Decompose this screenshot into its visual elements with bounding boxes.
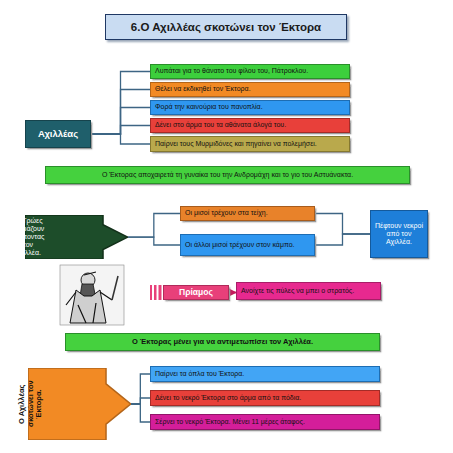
bracket-line	[131, 374, 150, 404]
event-band: Ο Έκτορας αποχαιρετά τη γυναίκα του την …	[45, 166, 410, 184]
arrow-shape	[28, 368, 131, 440]
stripe	[159, 285, 162, 300]
bracket-line	[131, 398, 150, 404]
figure-robe	[70, 290, 106, 323]
fact-box: Λυπάται για το θάνατο του φίλου του, Πάτ…	[150, 64, 350, 79]
result-box: Πέφτουν νεκροί από τον Αχιλλέα.	[370, 210, 428, 258]
node-text: Ο Έκτορας μένει για να αντιμετωπίσει τον…	[132, 338, 313, 347]
node-text: Θέλει να εκδικηθεί τον Έκτορα.	[155, 85, 251, 93]
arrow-outline	[28, 368, 131, 440]
node-text: Οι Τρώες τρομάζουν βλέποντας τον Αχιλλέα…	[12, 217, 45, 257]
actor-arrow: Οι Τρώες τρομάζουν βλέποντας τον Αχιλλέα…	[25, 215, 128, 259]
node-text: Παίρνει τους Μυρμιδόνες και πηγαίνει να …	[155, 140, 317, 148]
node-text: Ανοίχτε τις πύλες να μπει ο στρατός.	[241, 287, 354, 295]
fact-box: Φορά την καινούρια του πανοπλία.	[150, 100, 350, 115]
node-text: Δένει το νεκρό Έκτορα στο άρμα από τα πό…	[155, 394, 301, 402]
fact-box: Οι άλλοι μισοί τρέχουν στον κάμπο.	[180, 234, 315, 256]
node-text: Φορά την καινούρια του πανοπλία.	[155, 103, 263, 111]
fact-box: Θέλει να εκδικηθεί τον Έκτορα.	[150, 82, 350, 97]
node-text: Ο Έκτορας αποχαιρετά τη γυναίκα του την …	[102, 171, 353, 179]
node-text: Δένει στο άρμα του τα αθάνατα άλογά του.	[155, 121, 286, 129]
bracket-line	[91, 126, 150, 135]
node-text: Ο Αχιλλέας σκοτώνει τον Έκτορα.	[18, 370, 44, 438]
fact-box: Δένει στο άρμα του τα αθάνατα άλογά του.	[150, 118, 350, 133]
fact-box: Οι μισοί τρέχουν στα τείχη.	[180, 206, 315, 221]
node-text: Πέφτουν νεκροί από τον Αχιλλέα.	[374, 222, 424, 246]
fact-box: Σέρνει το νεκρό Έκτορα. Μένει 11 μέρες ά…	[150, 414, 380, 430]
bracket-line	[128, 214, 180, 238]
fact-box: Δένει το νεκρό Έκτορα στο άρμα από τα πό…	[150, 390, 380, 406]
event-band: Ο Έκτορας μένει για να αντιμετωπίσει τον…	[65, 333, 380, 351]
node-text: Οι μισοί τρέχουν στα τείχη.	[185, 209, 268, 217]
actor-arrow: Ο Αχιλλέας σκοτώνει τον Έκτορα.	[28, 368, 131, 440]
node-text: Λυπάται για το θάνατο του φίλου του, Πάτ…	[155, 67, 308, 75]
title-text: 6.Ο Αχιλλέας σκοτώνει τον Έκτορα	[131, 21, 321, 33]
actor-box: Πρίαμος	[163, 285, 229, 300]
actor-box: Αχιλλέας	[25, 120, 91, 148]
bracket-line	[91, 108, 150, 135]
figure-staff	[112, 276, 118, 300]
bracket-line	[91, 72, 150, 135]
arrow-line	[229, 292, 236, 294]
stripe	[154, 285, 157, 300]
node-text: Παίρνει τα όπλα του Έκτορα.	[155, 370, 244, 378]
illustration-frame	[60, 265, 124, 325]
figure-folds	[66, 272, 112, 323]
stripe	[150, 285, 152, 300]
title-box: 6.Ο Αχιλλέας σκοτώνει τον Έκτορα	[105, 14, 347, 40]
fact-box: Παίρνει τα όπλα του Έκτορα.	[150, 366, 380, 382]
bracket-line	[91, 90, 150, 135]
bracket-line	[315, 234, 370, 245]
bracket-line	[128, 237, 180, 245]
priam-illustration	[60, 265, 124, 325]
bracket-line	[315, 214, 370, 235]
fact-box: Παίρνει τους Μυρμιδόνες και πηγαίνει να …	[150, 136, 350, 152]
arrow-stripes	[150, 285, 162, 300]
node-text: Πρίαμος	[179, 288, 213, 298]
speech-box: Ανοίχτε τις πύλες να μπει ο στρατός.	[236, 282, 381, 300]
bracket-line	[131, 404, 150, 422]
node-text: Οι άλλοι μισοί τρέχουν στον κάμπο.	[185, 241, 295, 249]
node-text: Αχιλλέας	[38, 129, 78, 140]
node-text: Σέρνει το νεκρό Έκτορα. Μένει 11 μέρες ά…	[155, 418, 305, 426]
bracket-line	[91, 134, 150, 144]
